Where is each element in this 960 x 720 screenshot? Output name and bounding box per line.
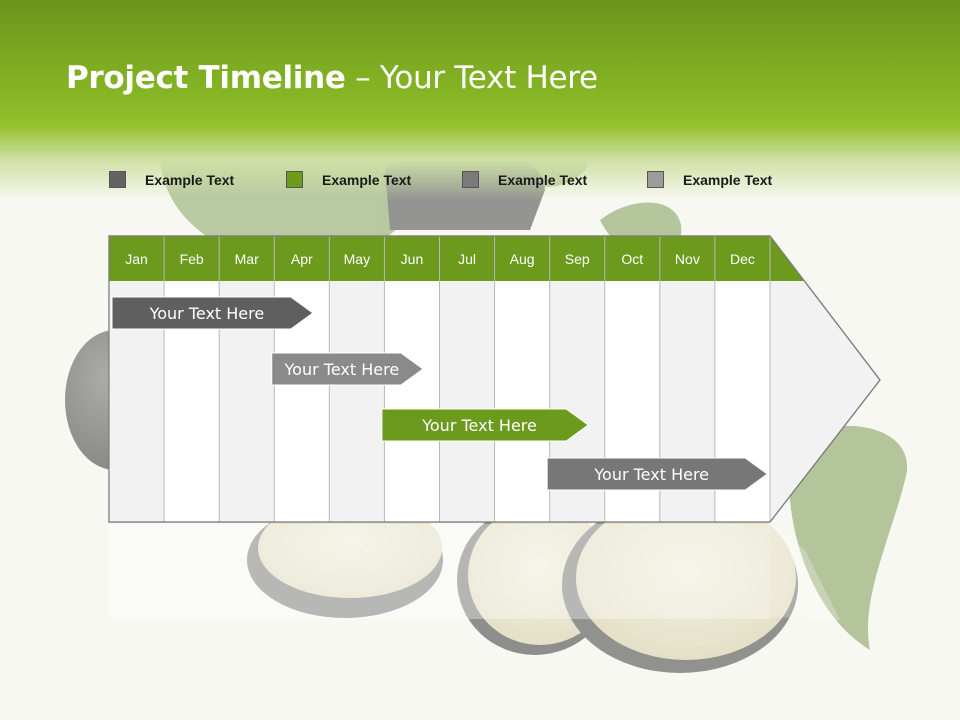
- month-column-aug: [494, 281, 550, 522]
- legend-label-4: Example Text: [683, 172, 773, 188]
- slide-title: Project Timeline – Your Text Here: [66, 60, 598, 96]
- task-label-4: Your Text Here: [593, 465, 709, 484]
- month-label-may: May: [344, 251, 370, 267]
- month-label-jun: Jun: [401, 251, 424, 267]
- legend-label-2: Example Text: [322, 172, 412, 188]
- month-column-jun: [384, 281, 440, 522]
- task-bar-2: [271, 352, 424, 386]
- month-label-apr: Apr: [291, 251, 313, 267]
- arrow-reflection: [770, 522, 840, 620]
- month-label-dec: Dec: [730, 251, 755, 267]
- month-label-oct: Oct: [621, 251, 643, 267]
- legend-label-3: Example Text: [498, 172, 588, 188]
- month-label-sep: Sep: [565, 251, 590, 267]
- month-label-jul: Jul: [458, 251, 476, 267]
- title-bold-part: Project Timeline: [66, 60, 346, 96]
- task-bar-4: [546, 457, 769, 491]
- header-band: [0, 0, 960, 200]
- timeline-arrow-outline: [108, 235, 881, 523]
- month-label-mar: Mar: [235, 251, 259, 267]
- task-label-1: Your Text Here: [149, 304, 265, 323]
- task-bar-1: [111, 296, 314, 330]
- legend-swatch-2: [286, 171, 303, 188]
- month-column-jul: [439, 281, 495, 522]
- chart-reflection: [109, 524, 770, 619]
- title-rest-part: – Your Text Here: [345, 60, 598, 96]
- task-bar-3: [381, 408, 590, 442]
- task-label-2: Your Text Here: [284, 360, 400, 379]
- task-label-3: Your Text Here: [421, 416, 537, 435]
- month-label-jan: Jan: [125, 251, 148, 267]
- legend-swatch-4: [647, 171, 664, 188]
- month-label-aug: Aug: [510, 251, 535, 267]
- legend-swatch-3: [462, 171, 479, 188]
- month-label-feb: Feb: [180, 251, 204, 267]
- legend-label-1: Example Text: [145, 172, 235, 188]
- month-column-may: [329, 281, 385, 522]
- legend-swatch-1: [109, 171, 126, 188]
- month-label-nov: Nov: [675, 251, 700, 267]
